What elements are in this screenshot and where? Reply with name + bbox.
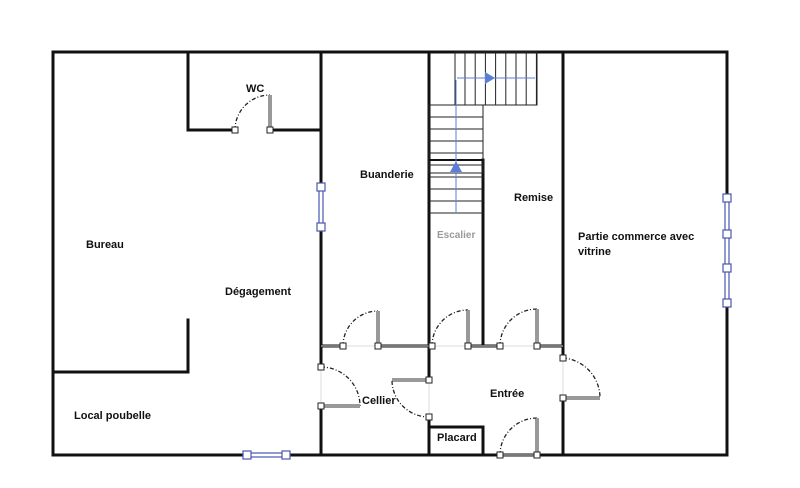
room-label-placard: Placard bbox=[437, 432, 477, 444]
room-label-commerce-1: Partie commerce avec bbox=[578, 231, 694, 243]
door-buanderie bbox=[339, 310, 382, 350]
window-local-poubelle bbox=[242, 450, 291, 460]
room-label-buanderie: Buanderie bbox=[360, 169, 414, 181]
door-thresholds bbox=[320, 345, 564, 456]
doors bbox=[231, 94, 601, 459]
door-cellier-entree bbox=[391, 376, 433, 421]
room-label-commerce-2: vitrine bbox=[578, 246, 611, 258]
windows bbox=[242, 182, 732, 460]
window-degagement bbox=[316, 182, 326, 232]
window-vitrine bbox=[722, 193, 732, 308]
door-wc bbox=[231, 94, 274, 134]
staircase bbox=[428, 51, 538, 214]
stair-arrow-up-icon bbox=[450, 161, 462, 172]
door-entree-exterior bbox=[496, 417, 541, 459]
stair-arrow-right-icon bbox=[485, 72, 495, 84]
room-label-entree: Entrée bbox=[490, 388, 524, 400]
door-cellier-left bbox=[317, 363, 361, 410]
room-label-wc: WC bbox=[246, 83, 264, 95]
door-remise bbox=[496, 308, 541, 350]
room-label-degagement: Dégagement bbox=[225, 286, 291, 298]
door-commerce bbox=[559, 354, 601, 402]
door-escalier bbox=[428, 309, 472, 350]
room-label-local-poubelle: Local poubelle bbox=[74, 410, 151, 422]
room-label-bureau: Bureau bbox=[86, 239, 124, 251]
room-label-escalier: Escalier bbox=[437, 230, 475, 241]
room-label-cellier: Cellier bbox=[362, 395, 396, 407]
room-label-remise: Remise bbox=[514, 192, 553, 204]
